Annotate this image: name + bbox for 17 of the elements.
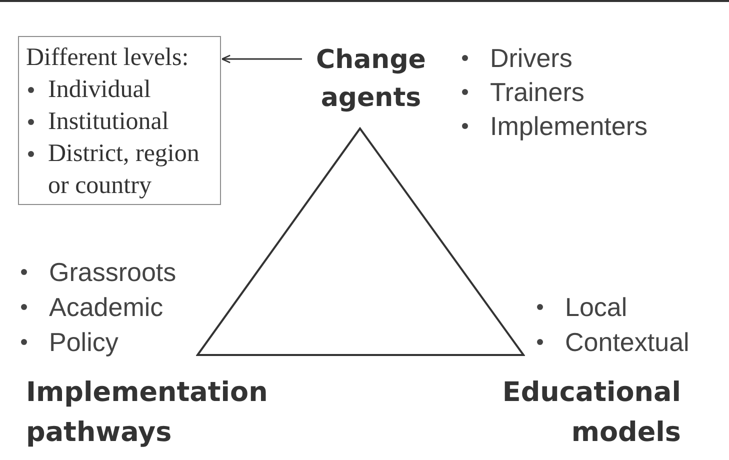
list-item: Drivers [490,42,572,75]
list-item: Local [565,291,628,324]
list-item: Individual [48,75,151,105]
list-item: Trainers [490,76,584,109]
list-item: Contextual [565,326,690,359]
arrow [221,54,302,64]
corner-label: Implementation pathways [26,376,269,450]
list-item: Institutional [48,107,169,137]
corner-label: Change agents [302,41,440,117]
list-item: Academic [49,291,164,324]
box-heading: Different levels: [26,43,190,73]
text-box [18,36,221,205]
list-item: Grassroots [49,256,176,289]
list-item: Implementers [490,110,648,143]
corner-label: Educational models [501,376,681,450]
list-item: Policy [49,326,118,359]
list-item: District, region or country [48,139,200,201]
